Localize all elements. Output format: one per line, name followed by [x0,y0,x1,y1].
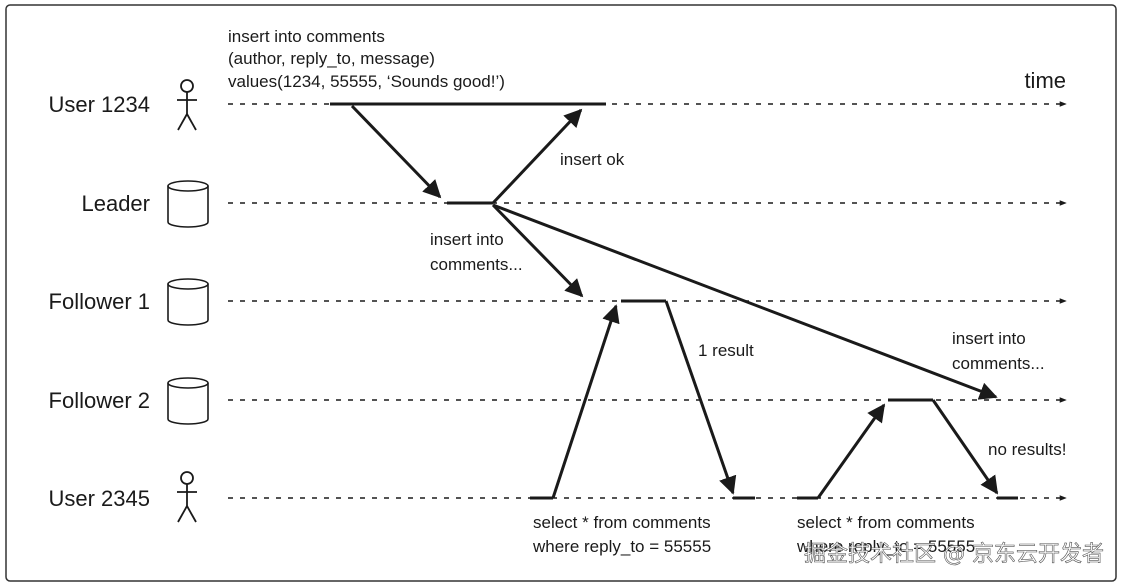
insert-query-line: (author, reply_to, message) [228,49,435,68]
participant-label-follower1: Follower 1 [49,289,150,314]
participant-label-follower2: Follower 2 [49,388,150,413]
select-query-2-line: where reply_to = 55555 [796,537,975,556]
replicate-follower2-line: comments... [952,354,1045,373]
time-axis-label: time [1024,68,1066,93]
watermark-text: 掘金技术社区 @ 京东云开发者 [804,542,1104,567]
select-query-2-text: select * from comments where reply_to = … [796,513,979,556]
no-results-label: no results! [988,440,1066,459]
stick-figure-icon [177,79,197,131]
replicate-follower1-arrow [491,203,584,298]
database-cylinder-icon [167,377,209,425]
one-result-label: 1 result [698,341,754,360]
replicate-follower2-arrow [492,203,998,400]
write-to-leader-arrow [350,104,442,199]
insert-ok-arrow [491,108,583,205]
replicate-follower2-label: insert into comments... [952,329,1045,373]
insert-query-line: insert into comments [228,27,385,46]
read1-request-arrow [551,304,620,499]
select-query-1-line: select * from comments [533,513,711,532]
replicate-follower1-line: insert into [430,230,504,249]
read2-request-arrow [816,403,886,499]
select-query-2-line: select * from comments [797,513,975,532]
insert-ok-label: insert ok [560,150,625,169]
database-cylinder-icon [167,278,209,326]
replicate-follower1-label: insert into comments... [430,230,523,274]
diagram-frame [5,4,1117,582]
read2-response-arrow [931,399,999,495]
replicate-follower2-line: insert into [952,329,1026,348]
replicate-follower1-line: comments... [430,255,523,274]
select-query-1-line: where reply_to = 55555 [532,537,711,556]
database-cylinder-icon [167,180,209,228]
participant-label-user2345: User 2345 [48,486,150,511]
participant-label-user1234: User 1234 [48,92,150,117]
flow-lines [330,102,1018,500]
stick-figure-icon [177,471,197,523]
insert-query-text: insert into comments (author, reply_to, … [228,27,505,91]
participant-label-leader: Leader [81,191,150,216]
select-query-1-text: select * from comments where reply_to = … [532,513,715,556]
read1-response-arrow [664,300,737,495]
insert-query-line: values(1234, 55555, ‘Sounds good!’) [228,72,505,91]
